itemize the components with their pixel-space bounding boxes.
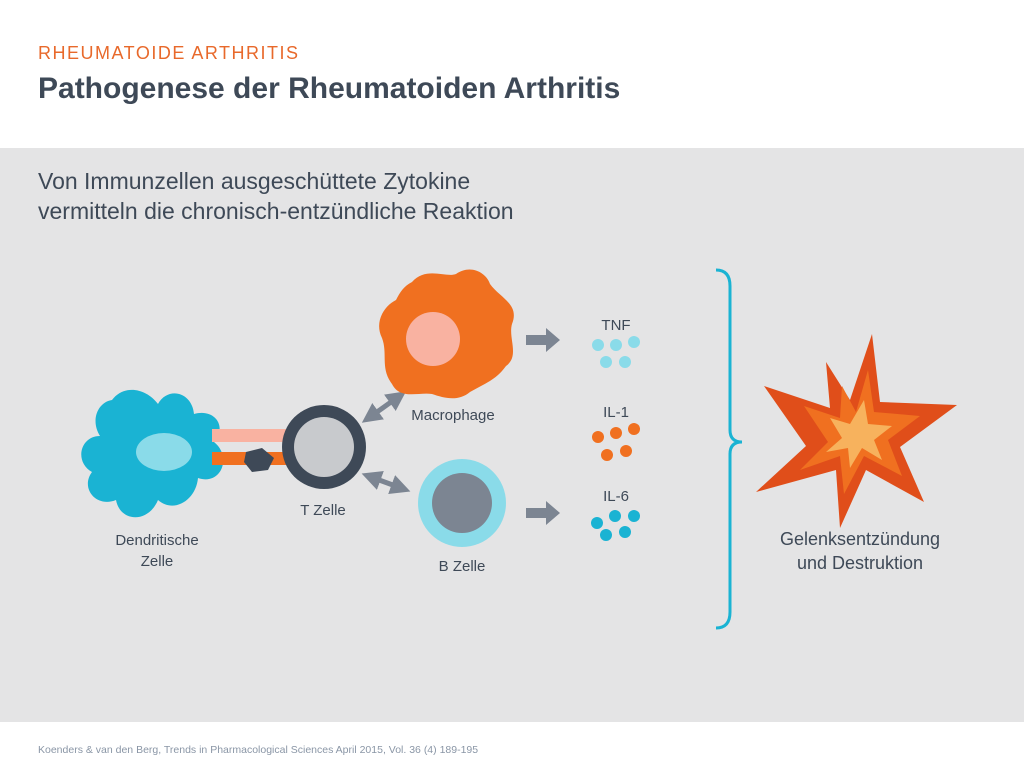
- il1-dot: [620, 445, 632, 457]
- tnf-dots: [592, 336, 640, 368]
- t-cell-label: T Zelle: [300, 502, 346, 519]
- il6-dot: [609, 510, 621, 522]
- receptor-knob: [244, 448, 274, 472]
- il1-dot: [628, 423, 640, 435]
- tnf-dot: [619, 356, 631, 368]
- macrophage-label: Macrophage: [411, 407, 494, 424]
- release-arrow-bcell: [526, 501, 560, 525]
- macrophage-cell: [379, 269, 514, 399]
- il6-label: IL-6: [603, 488, 629, 505]
- il1-dots: [592, 423, 640, 461]
- dendritic-cell: [81, 389, 224, 518]
- il1-dot: [601, 449, 613, 461]
- subtitle-line-2: vermitteln die chronisch-entzündliche Re…: [38, 198, 514, 224]
- panel-subtitle: Von Immunzellen ausgeschüttete Zytokine …: [38, 166, 658, 226]
- il1-dot: [610, 427, 622, 439]
- t-cell: [282, 405, 366, 489]
- outcome-label-2: und Destruktion: [797, 553, 923, 573]
- il1-dot: [592, 431, 604, 443]
- double-arrow-tcell-macrophage: [361, 391, 407, 423]
- tnf-label: TNF: [601, 317, 630, 334]
- tnf-dot: [600, 356, 612, 368]
- il6-dots: [591, 510, 640, 541]
- outcome-label-1: Gelenksentzündung: [780, 529, 940, 549]
- tnf-dot: [592, 339, 604, 351]
- t-cell-inner: [294, 417, 354, 477]
- release-arrow-macrophage: [526, 328, 560, 352]
- dendritic-cell-nucleus: [136, 433, 192, 471]
- dendritic-cell-label-2: Zelle: [141, 553, 174, 570]
- slide-title: Pathogenese der Rheumatoiden Arthritis: [38, 72, 621, 105]
- il6-dot: [628, 510, 640, 522]
- il6-dot: [591, 517, 603, 529]
- receptor-bar-pink: [212, 429, 290, 442]
- il1-label: IL-1: [603, 404, 629, 421]
- citation-footer: Koenders & van den Berg, Trends in Pharm…: [38, 744, 479, 756]
- inflammation-burst: [756, 334, 957, 528]
- section-kicker: RHEUMATOIDE ARTHRITIS: [38, 43, 300, 63]
- subtitle-line-1: Von Immunzellen ausgeschüttete Zytokine: [38, 168, 471, 194]
- slide-header: RHEUMATOIDE ARTHRITIS Pathogenese der Rh…: [0, 0, 1024, 148]
- macrophage-nucleus: [406, 312, 460, 366]
- il6-dot: [600, 529, 612, 541]
- b-cell-inner: [432, 473, 492, 533]
- double-arrow-tcell-bcell: [361, 471, 411, 494]
- burst-inner: [826, 400, 892, 468]
- grouping-brace: [715, 268, 743, 630]
- tnf-dot: [610, 339, 622, 351]
- dendritic-cell-label-1: Dendritische: [115, 532, 198, 549]
- tnf-dot: [628, 336, 640, 348]
- il6-dot: [619, 526, 631, 538]
- b-cell-label: B Zelle: [439, 558, 486, 575]
- receptor-connection: [212, 429, 290, 472]
- b-cell: [418, 459, 506, 547]
